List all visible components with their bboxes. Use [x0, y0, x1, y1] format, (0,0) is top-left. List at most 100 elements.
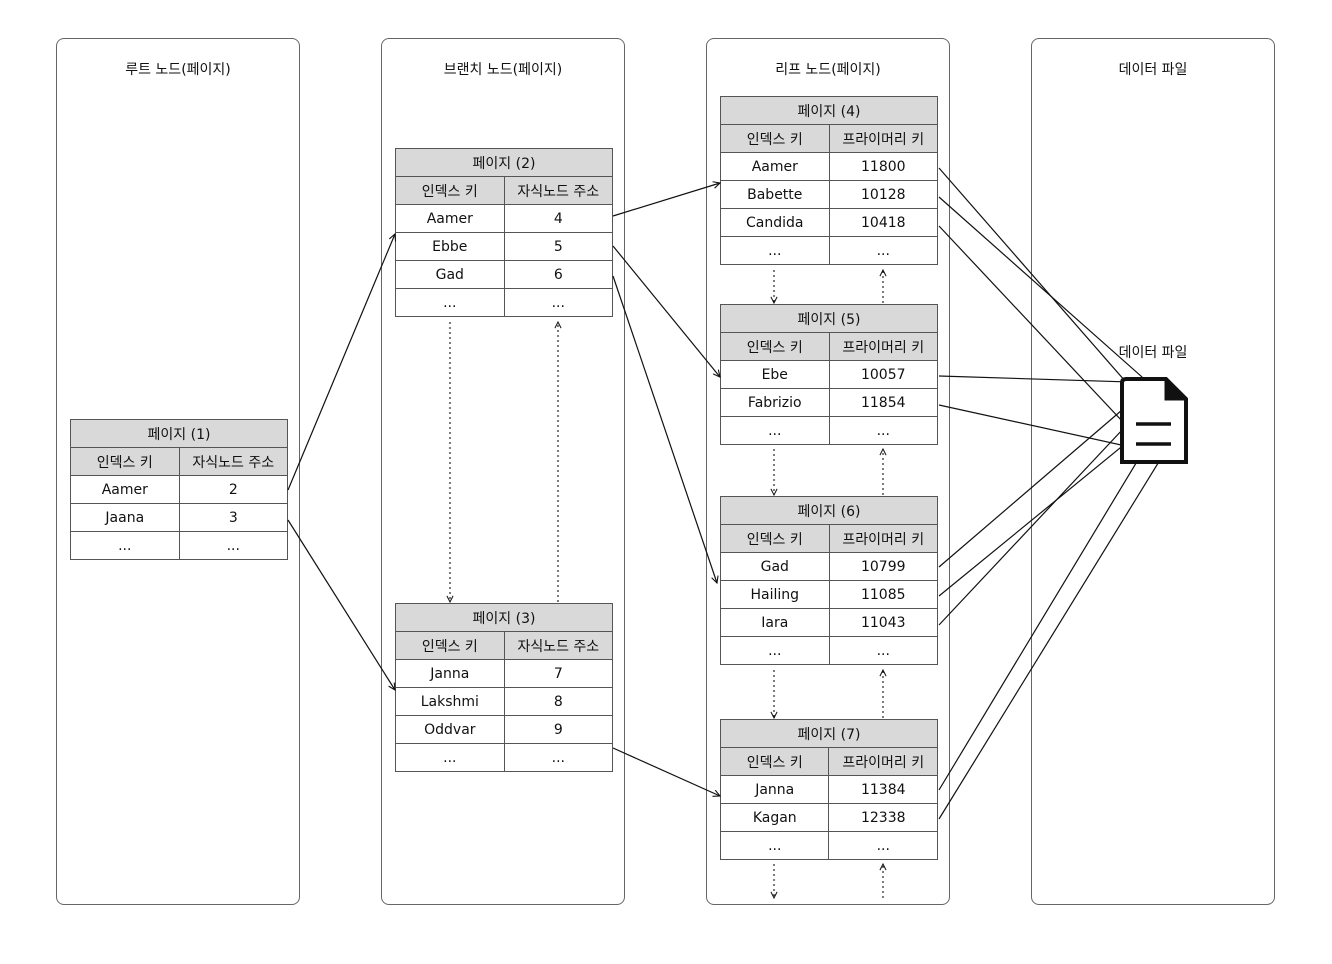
header-child-address: 자식노드 주소	[178, 447, 289, 476]
index-key-cell: Aamer	[70, 475, 180, 504]
index-key-cell: Lakshmi	[395, 687, 505, 716]
header-primary-key: 프라이머리 키	[828, 524, 939, 553]
table-row: ......	[395, 288, 614, 317]
value-cell: 3	[178, 503, 289, 532]
document-icon	[1120, 377, 1188, 464]
header-index-key: 인덱스 키	[70, 447, 180, 476]
page-title: 페이지 (6)	[720, 496, 938, 525]
leaf-node-title: 리프 노드(페이지)	[775, 62, 881, 78]
value-cell: ...	[828, 416, 939, 445]
value-cell: 11043	[828, 608, 939, 637]
branch-node-title: 브랜치 노드(페이지)	[443, 62, 563, 78]
index-key-cell: ...	[395, 743, 505, 772]
index-key-cell: ...	[720, 636, 830, 665]
pointer-arrow	[612, 275, 717, 583]
index-key-cell: Aamer	[395, 204, 505, 233]
index-key-cell: ...	[720, 416, 830, 445]
index-key-cell: Aamer	[720, 152, 830, 181]
value-cell: ...	[178, 531, 289, 560]
value-cell: 11085	[828, 580, 939, 609]
index-key-cell: Ebe	[720, 360, 830, 389]
value-cell: ...	[503, 288, 614, 317]
value-cell: 8	[503, 687, 614, 716]
index-key-cell: ...	[395, 288, 505, 317]
value-cell: 10057	[828, 360, 939, 389]
value-cell: 9	[503, 715, 614, 744]
header-primary-key: 프라이머리 키	[828, 332, 939, 361]
value-cell: ...	[503, 743, 614, 772]
table-row: ......	[70, 531, 289, 560]
index-key-cell: Hailing	[720, 580, 830, 609]
value-cell: 2	[178, 475, 289, 504]
pointer-arrow	[612, 747, 720, 796]
page-title: 페이지 (2)	[395, 148, 613, 177]
pointer-arrow	[612, 183, 720, 217]
table-row: ......	[719, 831, 938, 860]
pointer-arrow	[938, 412, 1139, 626]
header-index-key: 인덱스 키	[720, 332, 830, 361]
value-cell: ...	[828, 636, 939, 665]
value-cell: 10799	[828, 552, 939, 581]
index-key-cell: Ebbe	[395, 232, 505, 261]
value-cell: 6	[503, 260, 614, 289]
header-primary-key: 프라이머리 키	[828, 124, 939, 153]
header-primary-key: 프라이머리 키	[828, 747, 938, 776]
table-row: ......	[720, 416, 939, 445]
pointer-arrow	[938, 167, 1146, 405]
value-cell: ...	[828, 236, 939, 265]
data-file-title: 데이터 파일	[1118, 62, 1188, 78]
pointer-arrow	[938, 225, 1138, 438]
pointer-arrow	[287, 519, 395, 690]
table-row: ......	[720, 236, 939, 265]
data-file-label: 데이터 파일	[1118, 345, 1188, 361]
pointer-arrow	[287, 234, 395, 491]
pointer-arrow	[938, 430, 1156, 791]
pointer-arrow	[612, 245, 720, 377]
value-cell: 11384	[828, 775, 938, 804]
index-key-cell: Candida	[720, 208, 830, 237]
table-row: ......	[720, 636, 939, 665]
index-key-cell: ...	[720, 236, 830, 265]
pointer-arrow	[938, 196, 1177, 408]
index-key-cell: Babette	[720, 180, 830, 209]
index-key-cell: Iara	[720, 608, 830, 637]
header-index-key: 인덱스 키	[719, 747, 830, 776]
page-title: 페이지 (7)	[720, 719, 938, 748]
page-title: 페이지 (5)	[720, 304, 938, 333]
header-child-address: 자식노드 주소	[503, 176, 614, 205]
index-key-cell: ...	[70, 531, 180, 560]
root-node-title: 루트 노드(페이지)	[125, 62, 231, 78]
table-row: ......	[395, 743, 614, 772]
index-key-cell: ...	[719, 831, 830, 860]
page-title: 페이지 (1)	[70, 419, 288, 448]
value-cell: 11854	[828, 388, 939, 417]
value-cell: 4	[503, 204, 614, 233]
value-cell: ...	[828, 831, 938, 860]
pointer-arrow	[938, 434, 1176, 820]
index-key-cell: Gad	[395, 260, 505, 289]
pointer-arrow	[938, 392, 1143, 568]
header-child-address: 자식노드 주소	[503, 631, 614, 660]
header-index-key: 인덱스 키	[395, 631, 505, 660]
